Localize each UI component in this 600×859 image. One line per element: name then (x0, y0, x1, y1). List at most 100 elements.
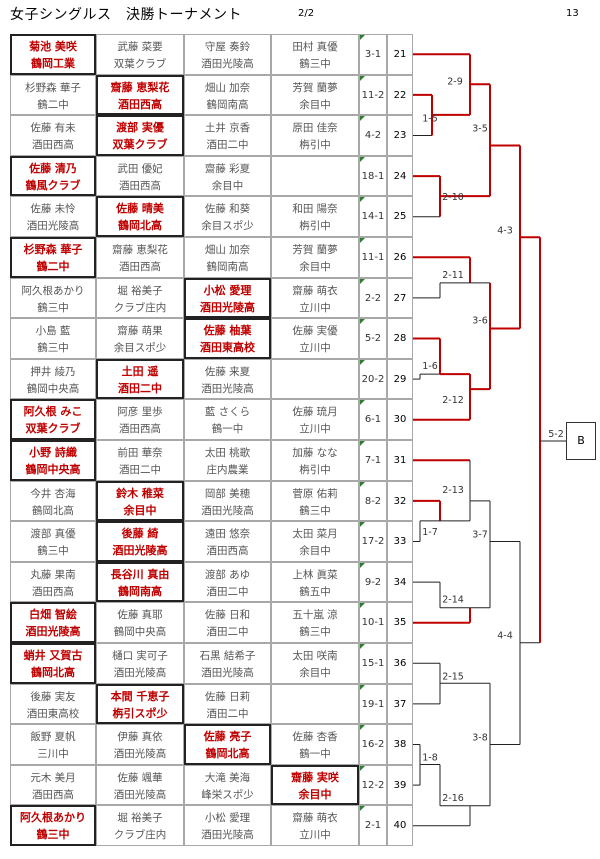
player-cell: 前田 華奈酒田二中 (96, 440, 184, 481)
winner-cell: 蛸井 又賀古鶴岡北高 (10, 643, 96, 684)
bracket-score-label: 1-7 (422, 527, 438, 538)
cell-comment-marker (360, 644, 365, 649)
bracket-score-label: 1-5 (422, 114, 438, 125)
player-team: 立川中 (299, 423, 331, 436)
match-number: 23 (387, 115, 413, 156)
player-team: クラブ庄内 (113, 829, 167, 842)
player-name: 佐藤 琉月 (292, 406, 338, 419)
player-name: 阿彦 里歩 (117, 406, 163, 419)
winner-cell: 齋藤 恵梨花酒田西高 (96, 74, 184, 116)
player-team: 酒田西高 (32, 139, 74, 152)
player-cell: 堀 裕美子クラブ庄内 (96, 805, 184, 846)
player-cell: 畑山 加奈鶴岡南高 (184, 74, 271, 116)
player-team: 庄内農業 (206, 464, 249, 476)
player-name: 大滝 美海 (204, 771, 251, 784)
winner-cell: 小野 詩織鶴岡中央高 (10, 440, 96, 481)
cell-comment-marker (360, 156, 365, 162)
player-name: 菅原 佑莉 (292, 487, 338, 500)
player-name: 岡部 美穂 (204, 487, 251, 500)
player-name: 伊藤 真依 (117, 731, 163, 744)
player-cell: 菅原 佑莉鶴三中 (271, 480, 359, 522)
player-name: 佐藤 颯華 (117, 771, 163, 784)
match-number: 25 (387, 196, 413, 237)
match-number: 40 (387, 805, 413, 846)
score-cell: 12-2 (359, 764, 387, 806)
player-cell: 佐藤 日莉酒田二中 (184, 683, 271, 725)
bracket-score-label: 2-9 (447, 76, 463, 87)
player-team: 酒田光陵高 (201, 58, 254, 70)
bracket-score-label: 2-12 (442, 395, 464, 406)
match-number: 31 (387, 440, 413, 481)
sheet-number: 13 (566, 8, 579, 19)
player-name: 小松 愛理 (204, 812, 251, 825)
player-team: 栴引中 (299, 220, 331, 233)
player-team: 栴引スポ少 (112, 706, 168, 720)
player-name: 阿久根 みこ (23, 405, 83, 419)
cell-comment-marker (360, 725, 365, 731)
player-name: 白畑 智絵 (29, 608, 77, 622)
winner-cell: 阿久根 みこ双葉クラブ (10, 399, 96, 440)
player-name: 佐藤 日和 (204, 609, 251, 622)
bracket-score-label: 1-6 (422, 361, 438, 372)
player-name: 土田 遥 (121, 364, 159, 378)
player-team: 酒田西高 (119, 261, 161, 273)
player-team: 余目中 (211, 179, 244, 192)
player-cell: 武藤 菜要双葉クラブ (96, 34, 184, 75)
winner-cell: 白畑 智絵酒田光陵高 (10, 602, 96, 643)
cell-comment-marker (360, 441, 365, 446)
page-number: 2/2 (298, 8, 315, 19)
match-number: 28 (387, 318, 413, 359)
player-team: 酒田東高校 (26, 707, 80, 720)
player-team: 鶴一中 (299, 748, 331, 761)
player-cell: 守屋 奏鈴酒田光陵高 (184, 34, 271, 75)
player-team: 酒田光陵高 (26, 220, 80, 233)
player-team: 鶴一中 (211, 423, 244, 436)
player-team: 酒田西高 (32, 788, 74, 801)
player-name: 佐藤 未怜 (30, 203, 76, 216)
winner-cell: 渡部 実優双葉クラブ (96, 115, 184, 156)
score-cell: 17-2 (359, 521, 387, 562)
page-title: 女子シングルス 決勝トーナメント (10, 7, 242, 23)
player-cell: 元木 美月酒田西高 (10, 764, 96, 806)
player-cell: 齋藤 萌果余目スポ少 (96, 318, 184, 359)
player-name: 加藤 なな (292, 447, 338, 459)
player-team: 酒田光陵高 (201, 667, 254, 679)
player-team: 鶴三中 (37, 342, 69, 355)
player-cell: 飯野 夏帆三川中 (10, 724, 96, 765)
player-team: 鶴二中 (36, 260, 70, 273)
player-cell: 佐藤 実優立川中 (271, 318, 359, 359)
player-cell: 小島 藍鶴三中 (10, 318, 96, 359)
match-number: 30 (387, 399, 413, 440)
player-cell: 上林 眞菜鶴五中 (271, 561, 359, 603)
player-team: 鶴三中 (37, 301, 69, 314)
match-number: 33 (387, 521, 413, 562)
player-cell: 原田 佳奈栴引中 (271, 115, 359, 156)
player-cell: 阿彦 里歩酒田西高 (96, 399, 184, 440)
winner-cell: 杉野森 華子鶴二中 (10, 237, 96, 278)
player-team: 立川中 (299, 829, 331, 842)
player-cell: 伊藤 真依酒田光陵高 (96, 724, 184, 765)
score-cell: 8-2 (359, 480, 387, 522)
player-name: 佐藤 和葵 (204, 203, 251, 216)
player-name: 飯野 夏帆 (30, 731, 76, 744)
cell-comment-marker (360, 400, 365, 406)
player-name: 和田 陽奈 (292, 203, 338, 216)
player-name: 藍 さくら (204, 406, 251, 419)
player-team: 鶴三中 (299, 626, 331, 639)
score-cell: 15-1 (359, 643, 387, 684)
cell-comment-marker (360, 197, 365, 203)
bracket-score-label: 2-16 (442, 793, 464, 804)
player-team: 余目スポ少 (201, 220, 254, 233)
bracket-score-label: 2-14 (442, 595, 464, 606)
player-name: 齋藤 萌衣 (292, 284, 338, 297)
player-name: 押井 綾乃 (30, 365, 76, 378)
cell-comment-marker (360, 765, 365, 771)
player-name: 鈴木 稚菜 (116, 486, 164, 500)
player-name: 佐藤 日莉 (204, 690, 251, 703)
